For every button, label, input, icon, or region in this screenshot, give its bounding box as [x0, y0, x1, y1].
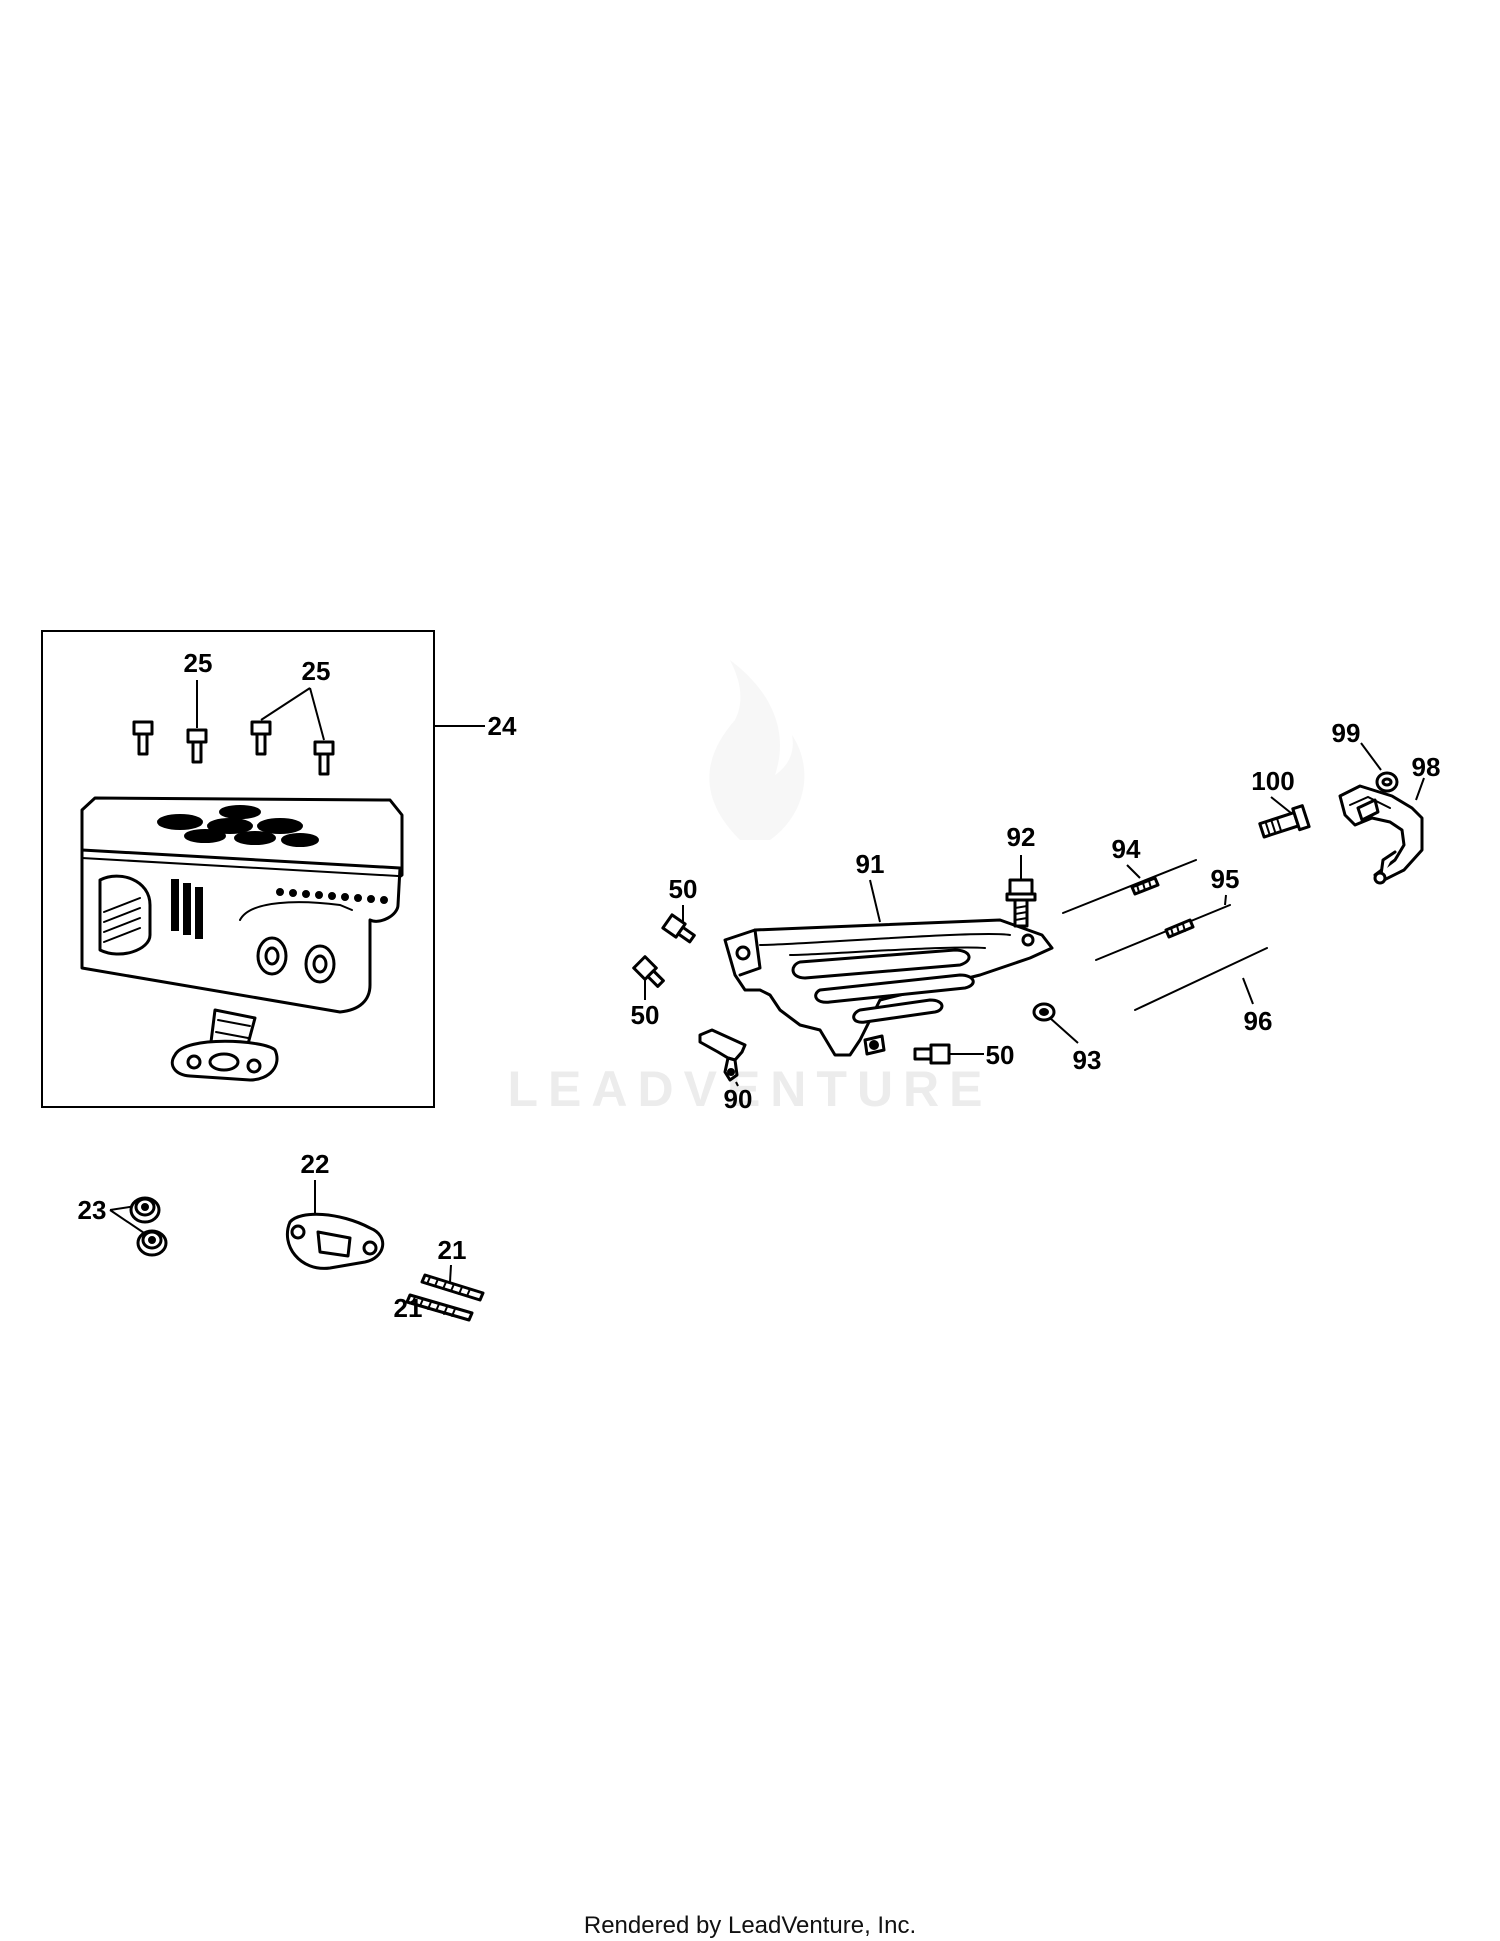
callout-22: 22 — [301, 1149, 330, 1179]
muffler — [80, 796, 404, 1082]
screw — [186, 728, 208, 764]
bracket-98 — [1338, 777, 1425, 885]
hex-bolt — [913, 1043, 951, 1065]
callout-25: 25 — [302, 656, 331, 686]
washer-99 — [1360, 742, 1399, 793]
callout-94: 94 — [1112, 834, 1141, 864]
callout-98: 98 — [1412, 752, 1441, 782]
watermark: LEADVENTURE — [507, 660, 992, 1117]
spring-rod-94 — [1062, 859, 1197, 914]
callout-100: 100 — [1251, 766, 1294, 796]
muffler-outlet — [98, 874, 152, 956]
callout-96: 96 — [1244, 1006, 1273, 1036]
hex-bolt — [632, 955, 665, 988]
screw — [132, 720, 154, 756]
callout-93: 93 — [1073, 1045, 1102, 1075]
bracket-90 — [698, 1028, 747, 1087]
flange-nut — [136, 1229, 168, 1257]
screw — [313, 740, 335, 776]
hex-bolt — [661, 913, 696, 944]
muffler-dot-row — [276, 888, 388, 904]
callout-25: 25 — [184, 648, 213, 678]
nuts-23 — [109, 1196, 168, 1257]
callout-50: 50 — [631, 1000, 660, 1030]
callout-24: 24 — [488, 711, 517, 741]
footer-credit: Rendered by LeadVenture, Inc. — [584, 1912, 916, 1939]
bolt-92 — [1005, 855, 1037, 928]
flange-nut — [129, 1196, 161, 1224]
nut-93 — [1032, 1002, 1079, 1044]
callout-91: 91 — [856, 849, 885, 879]
callout-92: 92 — [1007, 822, 1036, 852]
callout-21: 21 — [394, 1293, 423, 1323]
muffler-side-slots — [171, 879, 203, 939]
muffler-top-vents — [157, 805, 319, 847]
gasket-22 — [285, 1180, 385, 1270]
muffler-assembly-box — [41, 630, 485, 1108]
callout-50: 50 — [986, 1040, 1015, 1070]
watermark-flame-icon — [709, 660, 805, 840]
screws-25 — [132, 680, 335, 776]
callout-90: 90 — [724, 1084, 753, 1114]
callout-99: 99 — [1332, 718, 1361, 748]
heat-shield-91 — [723, 879, 1054, 1057]
bolt-100 — [1258, 796, 1311, 839]
callout-50: 50 — [669, 874, 698, 904]
callout-labels: 25 25 24 22 23 21 21 50 50 50 90 91 92 9… — [78, 648, 1441, 1323]
bolts-50 — [632, 905, 984, 1065]
rod-96 — [1134, 947, 1268, 1011]
callout-23: 23 — [78, 1195, 107, 1225]
watermark-text: LEADVENTURE — [507, 1061, 992, 1117]
callout-95: 95 — [1211, 864, 1240, 894]
screw — [250, 720, 272, 756]
studs-21 — [405, 1264, 485, 1322]
callout-21: 21 — [438, 1235, 467, 1265]
spring-rod-95 — [1095, 894, 1231, 961]
